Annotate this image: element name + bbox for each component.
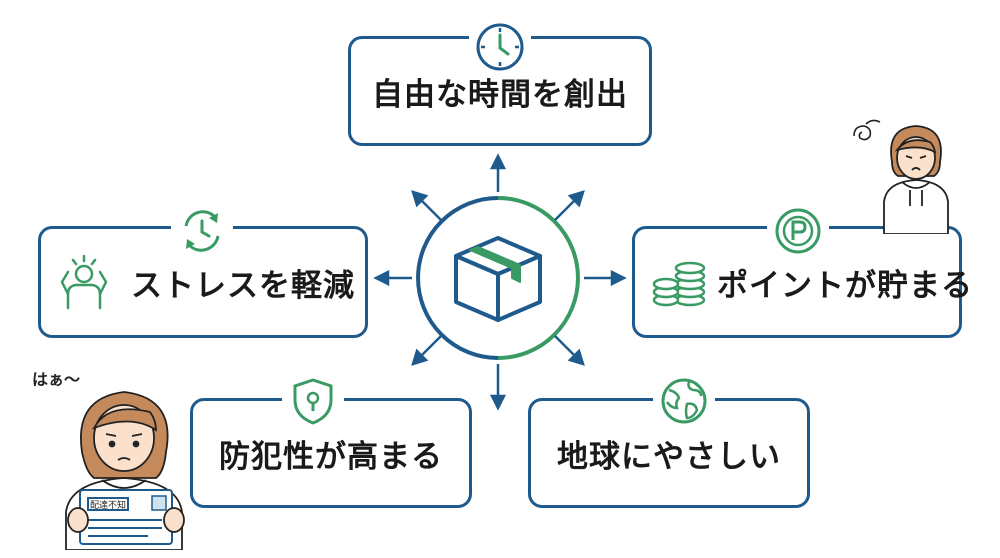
dizzy-swirl-icon — [853, 119, 881, 141]
arrow-up-right — [554, 198, 577, 221]
delivery-notice-label: 配達不知 — [90, 499, 126, 511]
benefit-label: 地球にやさしい — [557, 438, 781, 475]
worried-person-illustration — [853, 119, 949, 234]
stressed-person-icon — [60, 254, 108, 310]
arrow-up-left — [419, 198, 442, 221]
clock-cycle-icon — [171, 200, 233, 262]
coin-stack-icon — [652, 261, 706, 307]
speech-bubble: はぁ〜 — [32, 370, 81, 389]
hub-ring — [416, 196, 580, 360]
globe-icon — [653, 370, 715, 432]
benefit-card-free-time: 自由な時間を創出 — [348, 36, 652, 146]
benefit-label: ポイントが貯まる — [717, 267, 973, 304]
shield-keyhole-icon — [282, 370, 344, 432]
sighing-person-illustration: 配達不知 — [65, 391, 185, 550]
p-coin-icon — [767, 200, 829, 262]
clock-icon — [469, 16, 531, 78]
delivery-notice-card — [79, 489, 173, 545]
arrow-down-right — [554, 335, 577, 358]
benefit-label: ストレスを軽減 — [131, 267, 355, 304]
benefit-card-security: 防犯性が高まる — [190, 398, 472, 508]
package-box-icon — [454, 236, 542, 322]
benefit-label: 防犯性が高まる — [219, 438, 443, 475]
arrow-down-left — [419, 335, 442, 358]
arrows — [373, 153, 627, 411]
benefit-label: 自由な時間を創出 — [372, 76, 628, 113]
